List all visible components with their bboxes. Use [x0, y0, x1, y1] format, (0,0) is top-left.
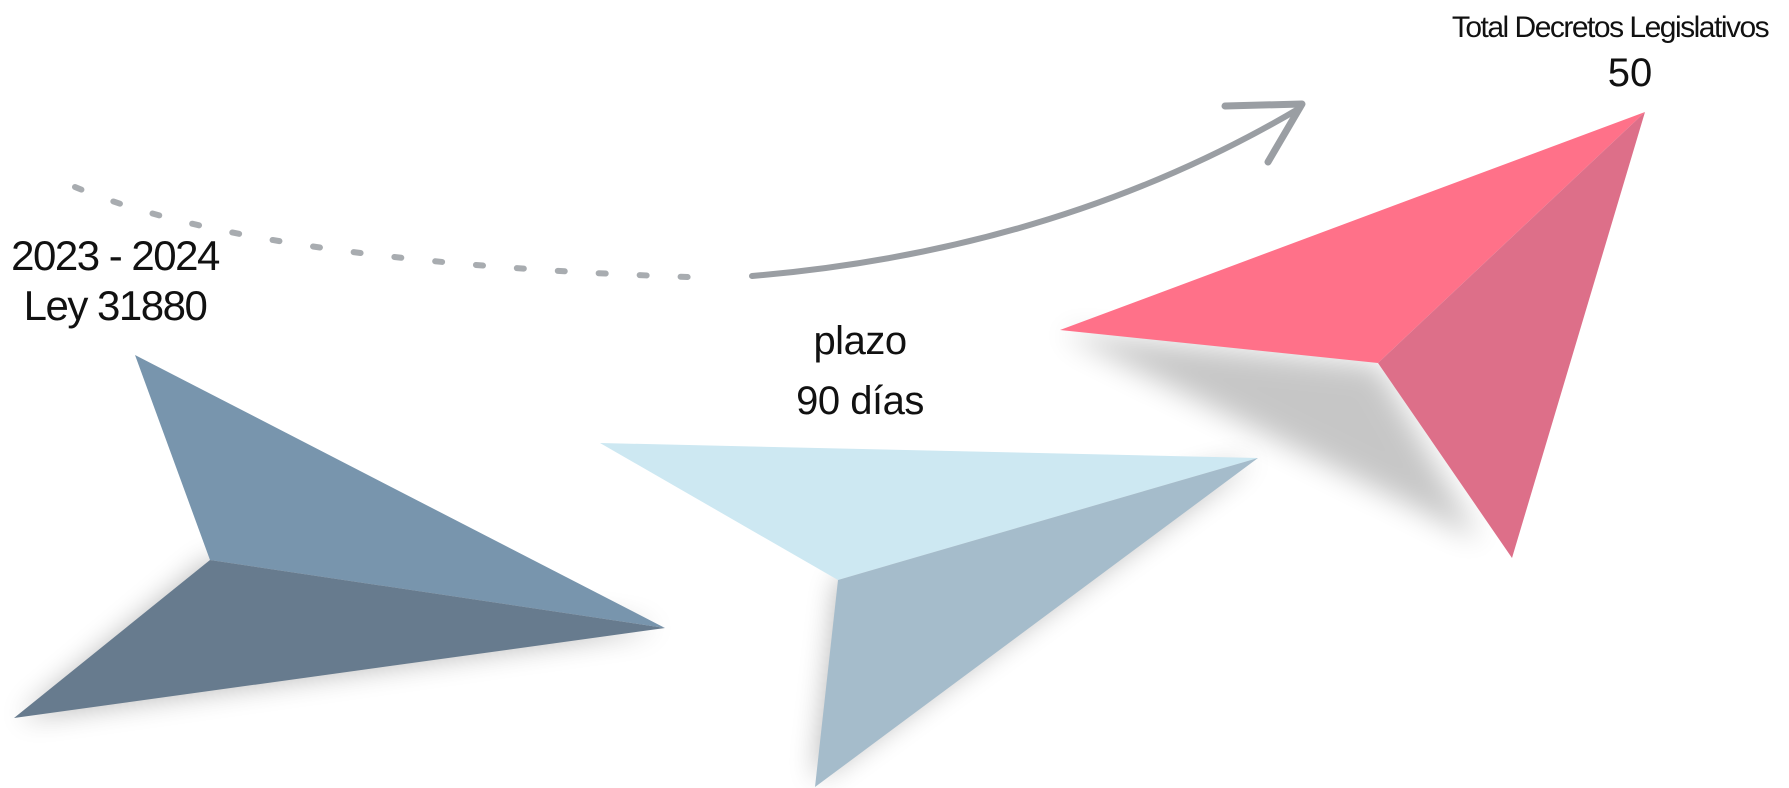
law-label: Ley 31880: [23, 282, 208, 329]
trajectory-arrow: [749, 105, 1303, 279]
plane-pink: [1060, 112, 1645, 558]
plane-pink-top-wing: [1060, 112, 1645, 363]
total-label: Total Decretos Legislativos: [1451, 11, 1770, 44]
trajectory-arrowhead: [1221, 100, 1306, 166]
plane-light-top-wing: [600, 443, 1258, 580]
dotted-trail: [72, 184, 723, 281]
plane-light: [600, 443, 1258, 787]
plane-dark: [14, 355, 665, 718]
term-value: 90 días: [796, 379, 924, 423]
plane-dark-top-wing: [135, 355, 665, 628]
term-label: plazo: [813, 319, 907, 363]
total-value: 50: [1607, 51, 1653, 95]
period-label: 2023 - 2024: [11, 232, 220, 279]
plane-light-bottom-wing: [815, 458, 1258, 787]
plane-pink-bottom-wing: [1378, 112, 1645, 558]
plane-dark-bottom-wing: [14, 560, 665, 718]
